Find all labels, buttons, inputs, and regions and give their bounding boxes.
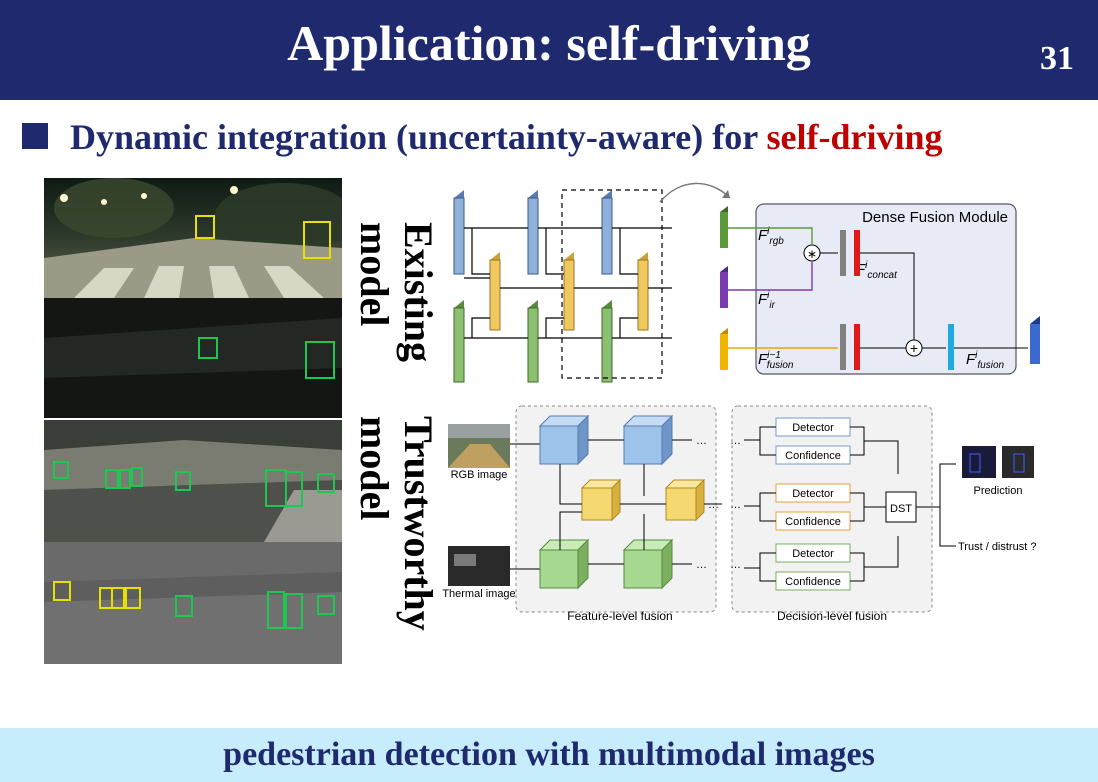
thermal-day-scene	[44, 542, 342, 664]
slide-subtitle: Dynamic integration (uncertainty-aware) …	[70, 116, 943, 158]
header-bar: Application: self-driving 31	[0, 0, 1098, 100]
decision-fusion-label: Decision-level fusion	[777, 609, 887, 623]
dst-box	[885, 491, 917, 523]
green-block-1	[453, 300, 465, 383]
detector-label-2: Detector	[792, 488, 834, 500]
svg-text:…: …	[730, 559, 741, 571]
trustworthy-model-thermal-photo	[44, 542, 342, 664]
feature-fusion-label: Feature-level fusion	[567, 609, 672, 623]
gray-bar-2	[840, 324, 846, 370]
red-bar-1	[854, 230, 860, 276]
f-rgb-label: Firgb	[758, 226, 784, 247]
rgb-day-scene	[44, 420, 342, 542]
red-bar-2	[854, 324, 860, 370]
subtitle-prefix: Dynamic integration (uncertainty-aware) …	[70, 117, 767, 157]
blue-block-2	[527, 190, 539, 275]
existing-model-thermal-photo	[44, 298, 342, 418]
svg-text:+: +	[910, 340, 918, 356]
input-purple-block	[720, 266, 728, 308]
existing-model-word: model	[352, 222, 397, 327]
output-blue-block	[1030, 316, 1040, 364]
footer-bar: pedestrian detection with multimodal ima…	[0, 728, 1098, 782]
footer-caption: pedestrian detection with multimodal ima…	[223, 736, 875, 773]
curved-arrow	[659, 182, 731, 203]
dashed-focus-box	[561, 189, 663, 379]
bullet-square-icon	[22, 123, 48, 149]
detector-branch-rgb: Detector Confidence	[744, 417, 851, 465]
rgb-cube-1	[538, 414, 590, 466]
input-green-block	[720, 206, 728, 248]
confidence-label-3: Confidence	[785, 576, 841, 588]
rgb-night-scene	[44, 178, 342, 298]
dst-label: DST	[890, 503, 912, 515]
svg-text:…: …	[696, 435, 707, 447]
prediction-thumb-thermal	[1002, 446, 1034, 478]
fusion-cube-1	[580, 478, 622, 522]
trustworthy-architecture-diagram: RGB image Thermal image … … … Feature-leve…	[442, 405, 1036, 623]
trustworthy-model-label: Trustworthy model	[352, 416, 441, 631]
svg-text:…: …	[708, 499, 719, 511]
trustworthy-model-rgb-photo	[44, 420, 342, 542]
prediction-thumb-rgb	[962, 446, 996, 478]
page-number: 31	[1040, 40, 1074, 77]
rgb-cube-2	[622, 414, 674, 466]
yellow-block-2	[563, 252, 575, 331]
subtitle-highlight: self-driving	[766, 117, 943, 157]
dense-fusion-title: Dense Fusion Module	[862, 209, 1008, 226]
svg-text:…: …	[696, 559, 707, 571]
svg-text:…: …	[730, 499, 741, 511]
thermal-image-label: Thermal image	[442, 588, 515, 600]
existing-model-rgb-photo	[44, 178, 342, 298]
trust-distrust-label: Trust / distrust ?	[958, 541, 1036, 553]
thermal-cube-2	[622, 538, 674, 590]
rgb-image-label: RGB image	[451, 469, 508, 481]
thermal-cube-1	[538, 538, 590, 590]
green-block-3	[601, 300, 613, 383]
existing-model-label: Existing model	[352, 222, 441, 363]
fusion-cube-2	[664, 478, 706, 522]
green-block-2	[527, 300, 539, 383]
trustworthy-model-word: model	[352, 416, 397, 521]
detector-label-3: Detector	[792, 548, 834, 560]
trustworthy-word: Trustworthy	[396, 416, 441, 631]
existing-architecture-diagram: Dense Fusion Module Firgb Fiir Ficoncat …	[453, 182, 1040, 383]
existing-word: Existing	[396, 222, 441, 363]
prediction-label: Prediction	[974, 485, 1023, 497]
detector-branch-thermal: Detector Confidence	[744, 543, 851, 591]
detector-label-1: Detector	[792, 422, 834, 434]
input-orange-block	[720, 328, 728, 370]
gray-bar-1	[840, 230, 846, 276]
confidence-label-1: Confidence	[785, 450, 841, 462]
blue-block-1	[453, 190, 465, 275]
f-fusion-label: Fifusion	[966, 350, 1005, 371]
f-concat-label: Ficoncat	[856, 260, 898, 281]
yellow-block-1	[489, 252, 501, 331]
confidence-label-2: Confidence	[785, 516, 841, 528]
thermal-night-scene	[44, 298, 342, 418]
svg-text:…: …	[730, 435, 741, 447]
slide-title: Application: self-driving	[287, 15, 811, 71]
f-ir-label: Fiir	[758, 290, 776, 311]
yellow-block-3	[637, 252, 649, 331]
blue-block-3	[601, 190, 613, 275]
cyan-bar	[948, 324, 954, 370]
svg-text:∗: ∗	[807, 247, 817, 261]
